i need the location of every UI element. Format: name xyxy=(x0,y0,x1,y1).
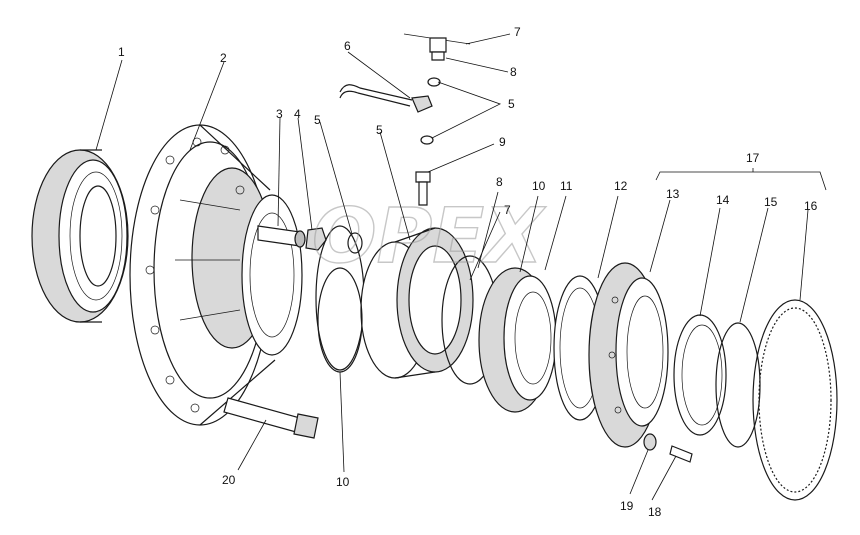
callout-2: 2 xyxy=(220,51,227,65)
callout-10a: 10 xyxy=(532,179,546,193)
part-6-tube xyxy=(339,84,433,113)
part-11-bearing xyxy=(478,267,557,413)
part-20-bolt xyxy=(223,397,319,439)
callout-11: 11 xyxy=(560,179,573,193)
callout-14: 14 xyxy=(716,193,730,207)
callout-4: 4 xyxy=(294,107,301,121)
callout-12: 12 xyxy=(614,179,628,193)
callouts: 1 2 3 4 5 5 5 6 7 8 8 9 10 11 12 13 14 1… xyxy=(118,25,818,519)
part-4-nut xyxy=(305,227,327,251)
callout-5c: 5 xyxy=(508,97,515,111)
callout-6: 6 xyxy=(344,39,351,53)
part-2-hub-housing xyxy=(129,124,303,426)
leader-lines xyxy=(95,33,827,501)
callout-20: 20 xyxy=(222,473,236,487)
callout-16: 16 xyxy=(804,199,818,213)
callout-7a: 7 xyxy=(514,25,521,39)
part-10-o-ring xyxy=(317,267,363,373)
part-1-bearing xyxy=(31,149,129,323)
callout-18: 18 xyxy=(648,505,662,519)
callout-19: 19 xyxy=(620,499,634,513)
part-5-seal-ring-a xyxy=(347,232,363,254)
callout-3: 3 xyxy=(276,107,283,121)
part-9-bolt xyxy=(415,171,431,206)
part-19-plug xyxy=(643,433,657,451)
callout-1: 1 xyxy=(118,45,125,59)
part-7-8-vent-plug xyxy=(403,33,471,145)
part-14-seal xyxy=(673,314,727,436)
part-18-bolt xyxy=(669,445,693,463)
callout-7b: 7 xyxy=(504,203,511,217)
callout-5b: 5 xyxy=(376,123,383,137)
callout-8a: 8 xyxy=(510,65,517,79)
callout-8b: 8 xyxy=(496,175,503,189)
part-3-stud xyxy=(257,225,306,248)
callout-9: 9 xyxy=(499,135,506,149)
part-13-cover xyxy=(588,262,669,448)
part-10-11-carrier xyxy=(315,225,499,385)
part-16-tooth-ring xyxy=(752,299,838,501)
callout-10b: 10 xyxy=(336,475,350,489)
callout-17: 17 xyxy=(746,151,760,165)
callout-13: 13 xyxy=(666,187,680,201)
callout-5a: 5 xyxy=(314,113,321,127)
watermark: OPEX xyxy=(312,191,546,280)
callout-15: 15 xyxy=(764,195,778,209)
